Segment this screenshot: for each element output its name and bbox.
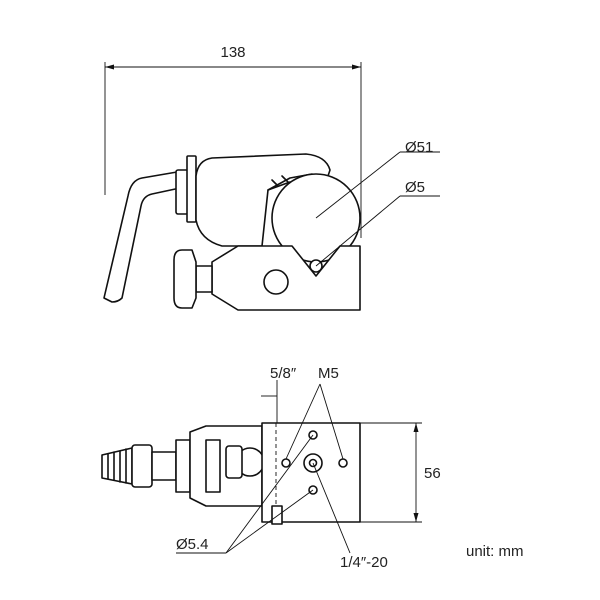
hole-diameter-label: Ø5.4 xyxy=(176,536,209,553)
thread-5-8-label: 5/8″ xyxy=(270,365,297,382)
lever-washer xyxy=(186,155,197,223)
handle-tip xyxy=(101,447,133,485)
handle-grip-lines xyxy=(107,448,127,484)
leader-m5-left xyxy=(285,383,321,460)
width-arrow-left xyxy=(105,64,114,70)
width-dimension: 138 xyxy=(104,44,362,238)
m5-hole-right xyxy=(338,458,348,468)
leader-ball xyxy=(315,151,401,219)
thread-m5-label: M5 xyxy=(318,365,339,382)
handle-flange xyxy=(175,439,191,493)
leader-54-top xyxy=(225,434,314,554)
leader-m5-right xyxy=(319,383,344,460)
m5-hole-left xyxy=(281,458,291,468)
handle-collar xyxy=(131,444,153,488)
bottom-view: 56 5/8″ M5 Ø5.4 xyxy=(101,365,524,571)
height-arrow-top xyxy=(413,423,419,432)
thread-1-4-label: 1/4″-20 xyxy=(340,554,388,571)
leader-1-4 xyxy=(312,462,351,554)
width-arrow-right xyxy=(352,64,361,70)
jaw-rib xyxy=(205,439,221,493)
jaw-teeth xyxy=(271,175,289,187)
knob-stem xyxy=(195,265,213,293)
unit-label: unit: mm xyxy=(466,543,524,560)
pin-diameter-label: Ø5 xyxy=(405,179,425,196)
block-screw-stub xyxy=(271,505,283,525)
height-label: 56 xyxy=(424,465,441,482)
leader-54-bottom xyxy=(225,489,314,554)
side-view: Ø51 Ø5 xyxy=(103,139,440,311)
width-label: 138 xyxy=(220,44,245,61)
leader-pin xyxy=(315,195,401,267)
lever-handle xyxy=(103,171,181,303)
ball-diameter-label: Ø51 xyxy=(405,139,433,156)
block-hole xyxy=(263,269,289,295)
handle-shaft xyxy=(151,451,177,481)
jaw-pin-block xyxy=(225,445,243,479)
height-arrow-bottom xyxy=(413,513,419,522)
knob-head xyxy=(173,249,197,309)
